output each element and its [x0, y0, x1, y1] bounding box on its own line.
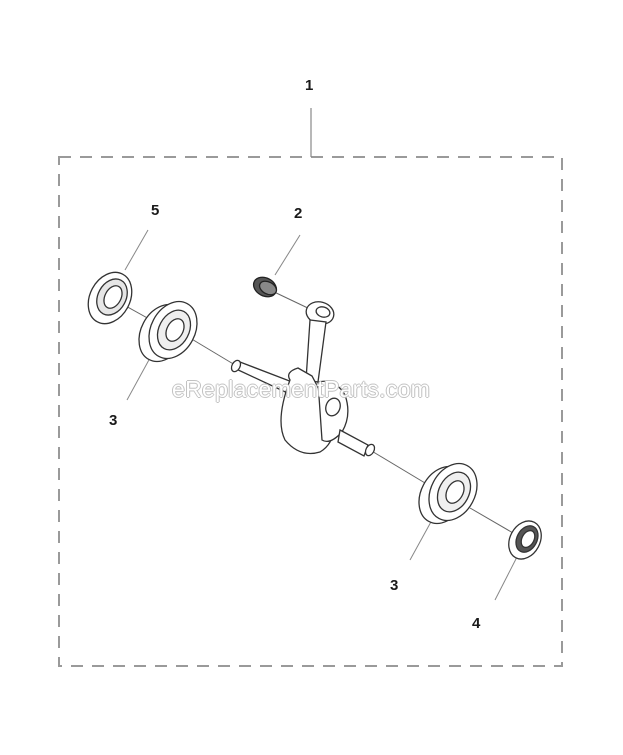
ball-bearing-right-part[interactable]	[409, 455, 486, 532]
callout-4[interactable]: 4	[472, 615, 481, 632]
callout-1[interactable]: 1	[305, 77, 314, 94]
callout-5[interactable]: 5	[151, 202, 160, 219]
callout-3-left[interactable]: 3	[109, 412, 118, 429]
watermark-text: eReplacementParts.com	[172, 376, 431, 402]
crankshaft-part[interactable]	[230, 299, 377, 457]
leader-lines	[124, 229, 519, 601]
ball-bearing-left-part[interactable]	[129, 293, 206, 370]
callout-2[interactable]: 2	[294, 205, 303, 222]
assembly-border	[58, 156, 563, 667]
oil-seal-right-part[interactable]	[502, 515, 547, 564]
oil-seal-left-part[interactable]	[80, 265, 141, 331]
callout-3-right[interactable]: 3	[390, 577, 399, 594]
needle-bearing-part[interactable]	[250, 273, 280, 300]
